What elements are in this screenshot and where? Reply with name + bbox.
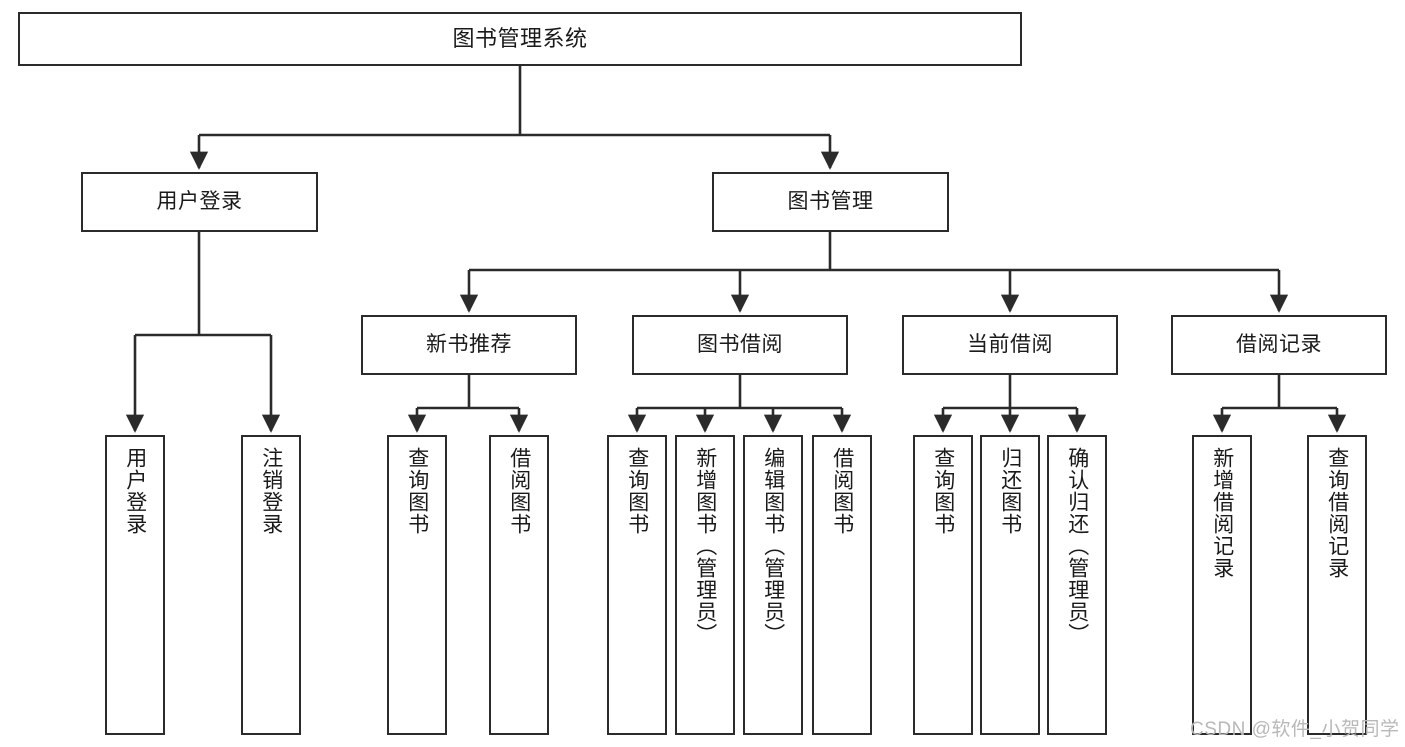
node-leaf-return-book[interactable]: 归还图书 — [980, 435, 1040, 735]
csdn-watermark: CSDN @软件_小贺同学 — [1190, 719, 1400, 740]
node-leaf-borrow-book-1[interactable]: 借阅图书 — [489, 435, 549, 735]
node-label: 借阅图书 — [830, 447, 854, 535]
node-leaf-user-logout[interactable]: 注销登录 — [241, 435, 301, 735]
node-user-login[interactable]: 用户登录 — [81, 172, 318, 232]
node-leaf-query-record[interactable]: 查询借阅记录 — [1307, 435, 1367, 735]
node-label: 借阅记录 — [1236, 332, 1322, 356]
node-leaf-confirm-return[interactable]: 确认归还（管理员） — [1047, 435, 1107, 735]
node-label: 新书推荐 — [426, 332, 512, 356]
node-label: 查询图书 — [405, 447, 429, 535]
node-label: 注销登录 — [259, 447, 283, 535]
node-leaf-user-login[interactable]: 用户登录 — [105, 435, 165, 735]
node-root-system[interactable]: 图书管理系统 — [18, 12, 1022, 66]
node-leaf-borrow-book-2[interactable]: 借阅图书 — [812, 435, 872, 735]
node-label: 新增图书（管理员） — [693, 447, 717, 645]
node-label: 用户登录 — [123, 447, 147, 535]
node-current-borrow[interactable]: 当前借阅 — [902, 315, 1118, 375]
node-book-manage[interactable]: 图书管理 — [712, 172, 949, 232]
node-label: 归还图书 — [998, 447, 1022, 535]
node-label: 用户登录 — [156, 189, 243, 213]
node-borrow-record[interactable]: 借阅记录 — [1171, 315, 1387, 375]
node-label: 借阅图书 — [507, 447, 531, 535]
node-leaf-add-record[interactable]: 新增借阅记录 — [1192, 435, 1252, 735]
node-leaf-query-book-2[interactable]: 查询图书 — [607, 435, 667, 735]
node-label: 图书管理 — [787, 189, 874, 213]
node-new-book-recommend[interactable]: 新书推荐 — [361, 315, 577, 375]
node-label: 编辑图书（管理员） — [761, 447, 785, 645]
node-leaf-add-book[interactable]: 新增图书（管理员） — [675, 435, 735, 735]
node-label: 新增借阅记录 — [1210, 447, 1234, 579]
node-label: 确认归还（管理员） — [1065, 447, 1089, 645]
node-label: 图书借阅 — [697, 332, 783, 356]
node-label: 当前借阅 — [967, 332, 1053, 356]
node-label: 查询图书 — [625, 447, 649, 535]
node-leaf-edit-book[interactable]: 编辑图书（管理员） — [743, 435, 803, 735]
node-leaf-query-book-3[interactable]: 查询图书 — [913, 435, 973, 735]
node-leaf-query-book-1[interactable]: 查询图书 — [387, 435, 447, 735]
node-book-borrow[interactable]: 图书借阅 — [632, 315, 848, 375]
node-label: 查询图书 — [931, 447, 955, 535]
node-label: 查询借阅记录 — [1325, 447, 1349, 579]
node-label: 图书管理系统 — [452, 26, 588, 52]
